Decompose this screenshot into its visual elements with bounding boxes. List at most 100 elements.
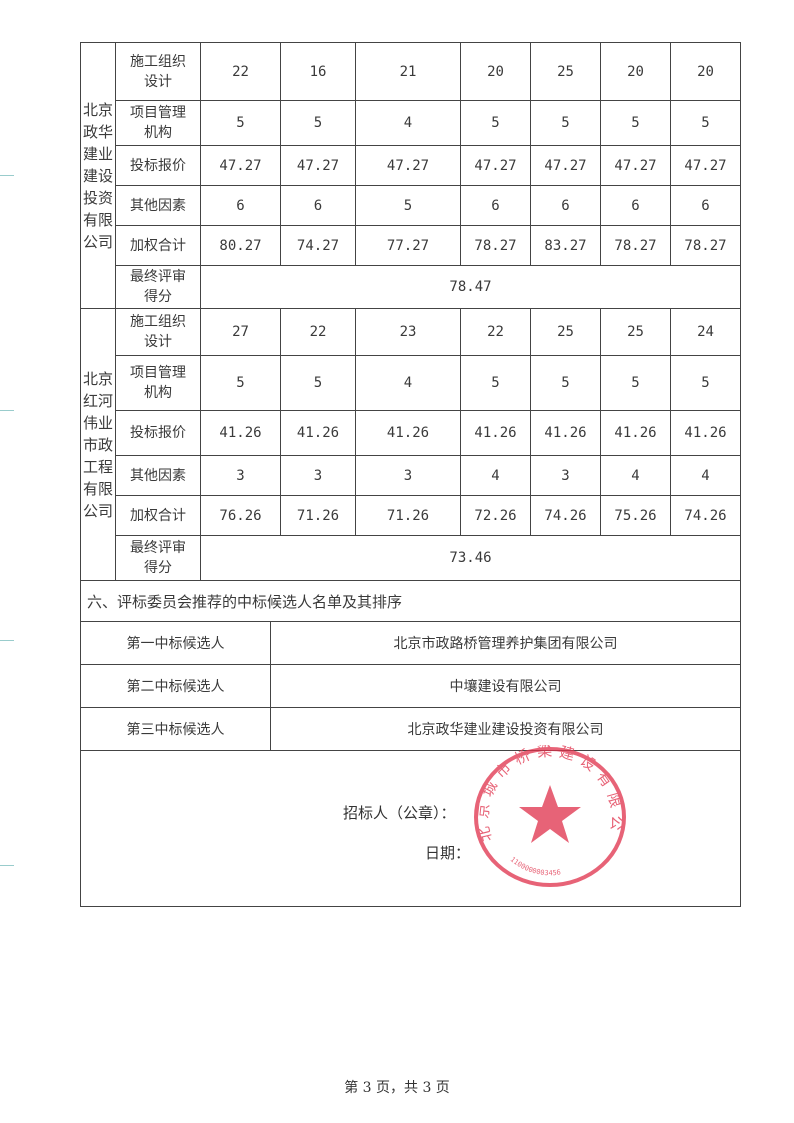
candidate-row: 第二中标候选人中壤建设有限公司 <box>80 664 742 708</box>
scan-mark <box>0 175 14 176</box>
criterion-label: 投标报价 <box>115 145 201 186</box>
candidate-row: 第一中标候选人北京市政路桥管理养护集团有限公司 <box>80 621 742 665</box>
score-cell: 5 <box>670 100 741 146</box>
criterion-label: 项目管理机构 <box>115 355 201 411</box>
candidate-rank: 第三中标候选人 <box>80 707 271 751</box>
criterion-label: 其他因素 <box>115 185 201 226</box>
score-cell: 71.26 <box>280 495 356 536</box>
score-cell: 6 <box>530 185 601 226</box>
score-cell: 41.26 <box>530 410 601 456</box>
date-label: 日期： <box>425 844 471 862</box>
criterion-label: 施工组织设计 <box>115 42 201 101</box>
score-cell: 5 <box>280 100 356 146</box>
score-cell: 76.26 <box>200 495 281 536</box>
tenderer-seal-label: 招标人（公章）： <box>343 804 456 822</box>
score-cell: 4 <box>355 100 461 146</box>
signature-area <box>79 750 742 907</box>
score-cell: 5 <box>280 355 356 411</box>
score-cell: 4 <box>670 455 741 496</box>
scan-mark <box>0 640 14 641</box>
score-cell: 5 <box>600 355 671 411</box>
score-cell: 47.27 <box>280 145 356 186</box>
score-cell: 74.26 <box>670 495 741 536</box>
score-cell: 47.27 <box>355 145 461 186</box>
score-cell: 20 <box>600 42 671 101</box>
score-cell: 22 <box>200 42 281 101</box>
score-cell: 6 <box>280 185 356 226</box>
score-cell: 16 <box>280 42 356 101</box>
score-cell: 74.27 <box>280 225 356 266</box>
score-cell: 78.27 <box>670 225 741 266</box>
score-cell: 6 <box>600 185 671 226</box>
company-seal: 北京城市桥梁建设有限公司 1100000003456 <box>470 745 626 887</box>
score-cell: 75.26 <box>600 495 671 536</box>
score-cell: 41.26 <box>355 410 461 456</box>
score-cell: 3 <box>355 455 461 496</box>
page-number: 第 3 页，共 3 页 <box>344 1080 450 1096</box>
seal-ring <box>474 747 626 887</box>
score-cell: 83.27 <box>530 225 601 266</box>
score-cell: 47.27 <box>600 145 671 186</box>
final-score: 73.46 <box>200 535 741 581</box>
score-cell: 5 <box>460 355 531 411</box>
score-cell: 78.27 <box>460 225 531 266</box>
criterion-label: 投标报价 <box>115 410 201 456</box>
score-cell: 3 <box>200 455 281 496</box>
score-cell: 5 <box>200 355 281 411</box>
score-cell: 47.27 <box>670 145 741 186</box>
score-cell: 5 <box>530 355 601 411</box>
score-cell: 25 <box>600 308 671 356</box>
score-cell: 3 <box>280 455 356 496</box>
score-cell: 20 <box>460 42 531 101</box>
criterion-label: 加权合计 <box>115 495 201 536</box>
candidate-rank: 第一中标候选人 <box>80 621 271 665</box>
score-cell: 4 <box>600 455 671 496</box>
score-cell: 6 <box>200 185 281 226</box>
score-cell: 25 <box>530 308 601 356</box>
final-score: 78.47 <box>200 265 741 309</box>
star-icon <box>519 785 581 843</box>
score-cell: 71.26 <box>355 495 461 536</box>
criterion-label: 加权合计 <box>115 225 201 266</box>
score-cell: 5 <box>530 100 601 146</box>
candidate-table: 六、评标委员会推荐的中标候选人名单及其排序 第一中标候选人北京市政路桥管理养护集… <box>79 580 742 907</box>
score-cell: 25 <box>530 42 601 101</box>
score-cell: 5 <box>670 355 741 411</box>
company-name: 北京红河伟业市政工程有限公司 <box>80 308 116 581</box>
svg-text:1100000003456: 1100000003456 <box>509 855 562 877</box>
score-cell: 22 <box>280 308 356 356</box>
criterion-label: 项目管理机构 <box>115 100 201 146</box>
company-name: 北京政华建业建设投资有限公司 <box>80 42 116 309</box>
score-cell: 20 <box>670 42 741 101</box>
score-cell: 78.27 <box>600 225 671 266</box>
candidate-name: 北京政华建业建设投资有限公司 <box>269 707 742 751</box>
score-cell: 41.26 <box>600 410 671 456</box>
score-cell: 41.26 <box>460 410 531 456</box>
score-cell: 5 <box>600 100 671 146</box>
score-cell: 5 <box>355 185 461 226</box>
candidate-row: 第三中标候选人北京政华建业建设投资有限公司 <box>80 707 742 751</box>
score-cell: 23 <box>355 308 461 356</box>
score-cell: 4 <box>460 455 531 496</box>
criterion-label: 施工组织设计 <box>115 308 201 356</box>
score-cell: 24 <box>670 308 741 356</box>
score-cell: 4 <box>355 355 461 411</box>
criterion-label: 最终评审得分 <box>115 535 201 581</box>
candidate-rank: 第二中标候选人 <box>80 664 271 708</box>
score-cell: 74.26 <box>530 495 601 536</box>
score-cell: 41.26 <box>670 410 741 456</box>
scan-mark <box>0 410 14 411</box>
score-cell: 22 <box>460 308 531 356</box>
criterion-label: 最终评审得分 <box>115 265 201 309</box>
score-cell: 72.26 <box>460 495 531 536</box>
